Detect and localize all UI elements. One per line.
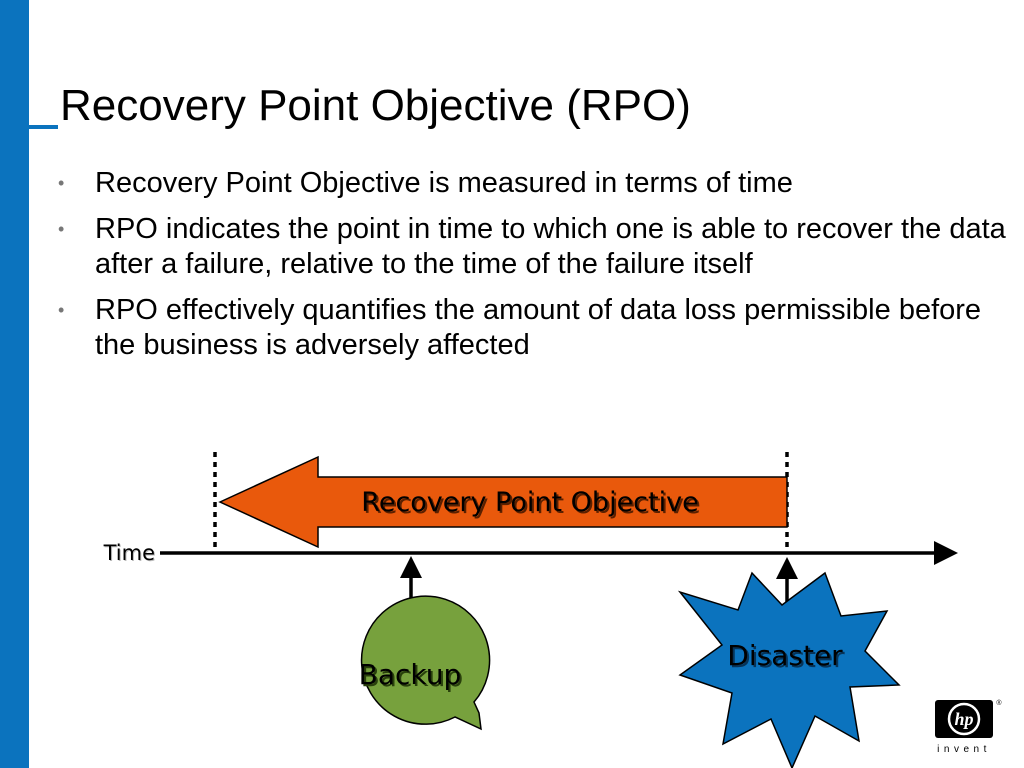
rpo-arrow-label-shadow: Recovery Point Objective — [363, 489, 700, 520]
bullet-item: • RPO indicates the point in time to whi… — [58, 212, 1008, 282]
disaster-pointer-head — [776, 557, 798, 579]
hp-logo-registered: ® — [996, 699, 1002, 707]
bullet-text: RPO indicates the point in time to which… — [95, 213, 1006, 280]
disaster-label-shadow: Disaster — [729, 641, 845, 674]
backup-pointer-head — [400, 556, 422, 578]
bullet-marker: • — [58, 219, 65, 239]
hp-logo: hp ® invent — [935, 699, 1002, 755]
bullet-text: Recovery Point Objective is measured in … — [95, 167, 793, 199]
bullet-marker: • — [58, 300, 65, 320]
disaster-label: Disaster — [727, 639, 843, 672]
backup-label: Backup — [359, 658, 462, 691]
time-label-shadow: Time — [104, 542, 156, 566]
disaster-burst — [677, 571, 901, 768]
bullet-item: • Recovery Point Objective is measured i… — [58, 166, 1008, 201]
time-axis-arrowhead — [934, 541, 958, 565]
bullet-item: • RPO effectively quantifies the amount … — [58, 293, 1008, 363]
slide-title: Recovery Point Objective (RPO) — [60, 81, 691, 130]
rpo-arrow — [218, 455, 788, 549]
hp-logo-text: hp — [954, 709, 973, 729]
hp-logo-mark — [935, 700, 993, 738]
time-label: Time — [103, 541, 155, 565]
sidebar-notch — [0, 125, 58, 129]
hp-logo-circle — [947, 702, 981, 736]
bullet-marker: • — [58, 173, 65, 193]
hp-logo-tagline: invent — [937, 744, 991, 755]
bullet-list: • Recovery Point Objective is measured i… — [58, 166, 1008, 374]
backup-label-shadow: Backup — [361, 660, 464, 693]
backup-bubble — [360, 595, 491, 731]
bullet-text: RPO effectively quantifies the amount of… — [95, 294, 982, 361]
rpo-arrow-label: Recovery Point Objective — [361, 487, 698, 518]
